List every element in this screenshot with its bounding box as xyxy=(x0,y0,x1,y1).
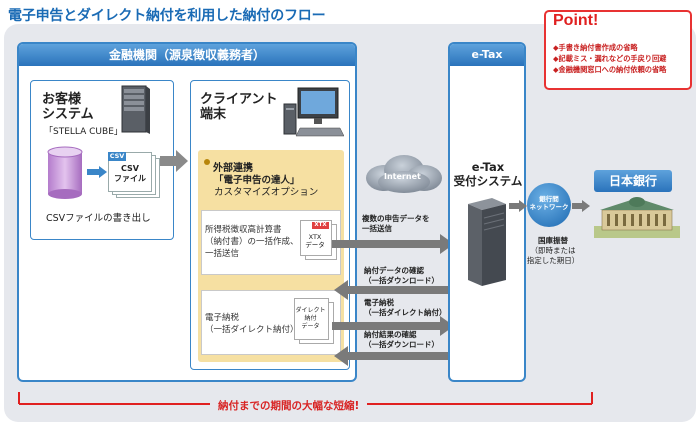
csv-file-label-line1: CSV xyxy=(121,164,139,173)
csv-file-label-line2: ファイル xyxy=(114,174,146,183)
customer-system-title-line2: システム xyxy=(42,107,94,122)
tax-calc-line1: 所得税徴収高計算書 xyxy=(205,225,282,235)
period-shortening-label: 納付までの期間の大幅な短縮! xyxy=(210,398,368,413)
client-terminal-title-line2: 端末 xyxy=(200,107,227,122)
tax-calc-line3: 一括送信 xyxy=(205,249,240,259)
external-link-label-text: 外部連携 xyxy=(213,163,253,174)
direct-payment-data-line1: ダイレクト xyxy=(295,307,326,314)
bullet-icon xyxy=(204,159,210,165)
interbank-network-line2: ネットワーク xyxy=(529,203,569,211)
customer-system-product: 「STELLA CUBE」 xyxy=(44,127,123,137)
customize-option-line1: 「電子申告の達人」 xyxy=(214,175,300,186)
interbank-network-label: 銀行間 ネットワーク xyxy=(529,195,569,211)
send-arrow xyxy=(332,234,454,254)
database-icon xyxy=(47,146,83,199)
tax-calc-text: 所得税徴収高計算書 （納付書）の一括作成、 一括送信 xyxy=(205,224,300,260)
direct-payment-data-label: ダイレクト 納付 データ xyxy=(294,307,327,331)
csv-file-icon: CSV CSV ファイル xyxy=(108,152,160,198)
xtx-data-line2: データ xyxy=(305,241,325,249)
bank-building-icon xyxy=(594,197,680,238)
page-title: 電子申告とダイレクト納付を利用した納付のフロー xyxy=(8,8,326,24)
customer-system-title: お客様 システム xyxy=(42,92,122,122)
interbank-network-line1: 銀行間 xyxy=(539,195,559,203)
confirm-flow-label: 納付データの確認 （一括ダウンロード） xyxy=(364,266,439,286)
treasury-transfer-line1: （即時または xyxy=(530,246,576,255)
export-arrow xyxy=(87,166,107,178)
treasury-transfer-title: 国庫振替 xyxy=(538,236,568,245)
epay-flow-line2: （一括ダイレクト納付） xyxy=(364,308,447,317)
server-icon xyxy=(121,85,150,134)
etax-system-line1: e-Tax xyxy=(471,160,505,174)
external-link-label: 外部連携 xyxy=(213,156,253,175)
direct-payment-text: 電子納税 （一括ダイレクト納付） xyxy=(205,312,299,336)
customize-option-label: 「電子申告の達人」 カスタマイズオプション xyxy=(214,175,318,199)
point-item: ◆金融機関窓口への納付依頼の省略 xyxy=(553,65,667,74)
treasury-transfer-line2: 指定した期日） xyxy=(526,256,580,265)
internet-label: Internet xyxy=(384,172,421,181)
interbank-network-icon xyxy=(527,183,571,227)
result-arrow xyxy=(334,346,454,366)
epay-arrow xyxy=(332,316,454,336)
xtx-tag: XTX xyxy=(312,222,329,229)
result-flow-line2: （一括ダウンロード） xyxy=(364,340,439,349)
point-list: ◆手書き納付書作成の省略 ◆記載ミス・漏れなどの手戻り回避 ◆金融機関窓口への納… xyxy=(553,42,666,75)
confirm-flow-line1: 納付データの確認 xyxy=(364,266,424,275)
etax-system-title: e-Tax 受付システム xyxy=(452,160,524,188)
customer-system-title-line1: お客様 xyxy=(42,92,82,107)
csv-file-label: CSV ファイル xyxy=(110,164,150,184)
treasury-transfer-label: 国庫振替 （即時または 指定した期日） xyxy=(523,236,583,266)
customize-option-line2: カスタマイズオプション xyxy=(214,187,319,198)
csv-tag: CSV xyxy=(108,152,126,161)
etax-header: e-Tax xyxy=(450,44,524,66)
internet-cloud-icon xyxy=(366,155,442,193)
computer-icon xyxy=(283,87,344,137)
point-box xyxy=(544,10,692,90)
point-item: ◆手書き納付書作成の省略 xyxy=(553,43,638,52)
send-flow-line1: 複数の申告データを xyxy=(362,214,430,223)
send-flow-line2: 一括送信 xyxy=(362,224,392,233)
confirm-flow-line2: （一括ダウンロード） xyxy=(364,276,439,285)
direct-payment-data-icon: ダイレクト 納付 データ xyxy=(294,298,334,344)
etax-system-line2: 受付システム xyxy=(453,174,523,188)
financial-institution-header: 金融機関（源泉徴収義務者） xyxy=(19,44,355,66)
client-terminal-title: クライアント 端末 xyxy=(200,92,290,122)
direct-payment-line1: 電子納税 xyxy=(205,313,240,323)
tax-calc-line2: （納付書）の一括作成、 xyxy=(205,237,299,247)
epay-flow-line1: 電子納税 xyxy=(364,298,394,307)
to-network-arrow xyxy=(509,200,527,212)
xtx-data-line1: XTX xyxy=(308,233,322,241)
result-flow-line1: 納付結果の確認 xyxy=(364,330,417,339)
send-flow-label: 複数の申告データを 一括送信 xyxy=(362,214,430,234)
point-item: ◆記載ミス・漏れなどの手戻り回避 xyxy=(553,54,667,63)
client-terminal-title-line1: クライアント xyxy=(200,92,278,107)
direct-payment-data-line2: 納付 xyxy=(304,315,317,322)
direct-payment-data-line3: データ xyxy=(301,323,320,330)
direct-payment-line2: （一括ダイレクト納付） xyxy=(205,325,299,335)
csv-export-label: CSVファイルの書き出し xyxy=(46,213,151,224)
transfer-arrow xyxy=(160,150,188,172)
xtx-data-icon: XTX XTX データ xyxy=(300,220,337,260)
xtx-data-label: XTX データ xyxy=(300,233,330,249)
epay-flow-label: 電子納税 （一括ダイレクト納付） xyxy=(364,298,447,318)
result-flow-label: 納付結果の確認 （一括ダウンロード） xyxy=(364,330,439,350)
flow-arrows xyxy=(332,234,454,366)
point-title: Point! xyxy=(553,12,599,29)
to-boj-arrow xyxy=(572,200,590,212)
confirm-arrow xyxy=(334,280,454,300)
bank-of-japan-label: 日本銀行 xyxy=(594,170,672,192)
etax-server-icon xyxy=(468,198,506,286)
